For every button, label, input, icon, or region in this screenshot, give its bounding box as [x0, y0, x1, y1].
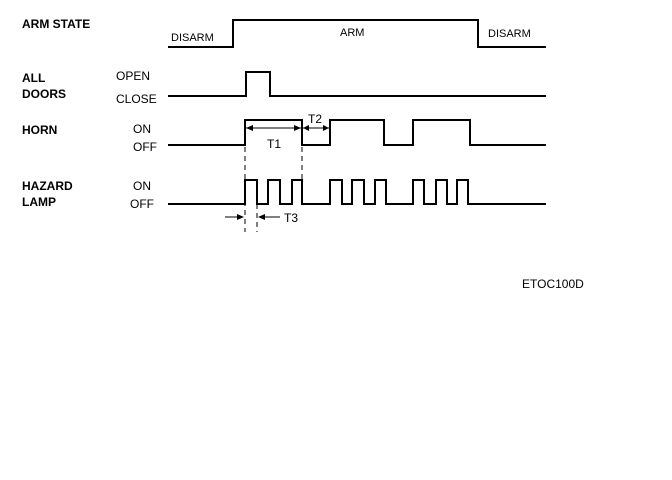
hazard-off-level: OFF [130, 197, 154, 211]
t3-arrow-right [258, 214, 265, 220]
t2-arrow-right [323, 125, 329, 131]
arm-state-arm: ARM [340, 27, 364, 39]
all-doors-label-line2: DOORS [22, 87, 66, 101]
t2-label: T2 [308, 112, 322, 126]
hazard-lamp-label-line2: LAMP [22, 195, 56, 209]
arm-state-label: ARM STATE [22, 17, 90, 31]
all-doors-open-level: OPEN [116, 69, 150, 83]
all-doors-waveform [168, 71, 546, 97]
arm-state-disarm-2: DISARM [488, 28, 531, 40]
t1-arrow-right [294, 125, 301, 131]
hazard-lamp-label-line1: HAZARD [22, 179, 73, 193]
arm-state-disarm-1: DISARM [171, 32, 214, 44]
horn-label: HORN [22, 123, 57, 137]
arm-state-waveform [168, 19, 546, 48]
t3-arrow-left [237, 214, 244, 220]
all-doors-close-level: CLOSE [116, 92, 157, 106]
t1-label: T1 [267, 137, 281, 151]
figure-code: ETOC100D [522, 277, 584, 291]
t1-arrow-left [246, 125, 253, 131]
t3-label: T3 [284, 211, 298, 225]
hazard-on-level: ON [133, 179, 151, 193]
horn-waveform [168, 119, 546, 146]
horn-on-level: ON [133, 122, 151, 136]
all-doors-label-line1: ALL [22, 71, 45, 85]
horn-off-level: OFF [133, 140, 157, 154]
t2-arrow-left [303, 125, 309, 131]
hazard-lamp-waveform [168, 179, 546, 205]
